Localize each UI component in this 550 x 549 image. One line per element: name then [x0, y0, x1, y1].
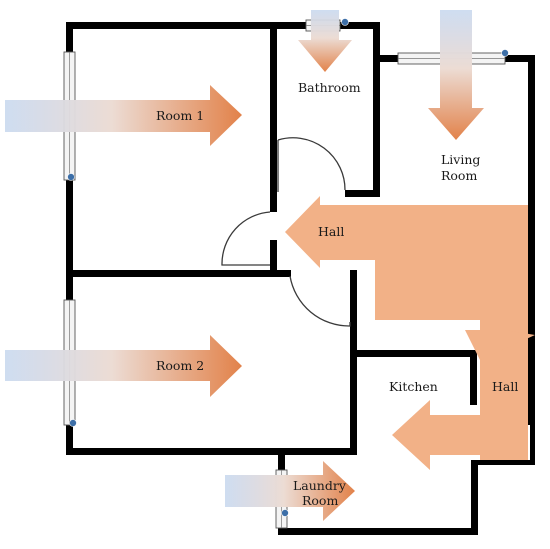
- hall-arrow-up: [465, 330, 535, 360]
- wall-left-top: [66, 22, 73, 52]
- wall-right-bottom: [471, 460, 535, 465]
- wall-bathroom-right: [373, 22, 380, 197]
- doors: [221, 137, 351, 327]
- label-living-line1: Living: [441, 152, 480, 167]
- arrow-room2: [5, 335, 242, 397]
- arrow-living: [428, 10, 484, 140]
- label-hall-side: Hall: [492, 379, 518, 394]
- wall-room2-bottom: [66, 448, 357, 455]
- label-room2: Room 2: [156, 358, 204, 373]
- window-knob-bathroom: [341, 18, 349, 26]
- wall-laundry-bottom: [278, 528, 478, 535]
- wall-laundry-left: [278, 455, 285, 470]
- arrow-room1: [5, 85, 242, 146]
- label-laundry-line2: Room: [302, 493, 338, 508]
- wall-laundry-right: [471, 463, 478, 535]
- door-room1: [221, 211, 271, 266]
- wall-room1-right-low: [270, 240, 277, 275]
- window-knob-laundry: [281, 509, 289, 517]
- door-bathroom: [277, 137, 346, 192]
- wall-kitchen-right: [470, 350, 477, 405]
- window-knob-living: [501, 49, 509, 57]
- wall-bathroom-bottom: [345, 190, 380, 197]
- hall-arrow-main: [285, 196, 528, 460]
- wall-left-low: [66, 275, 73, 300]
- wall-right-outer: [528, 55, 535, 425]
- hall-arrow-kitchen: [392, 400, 480, 470]
- window-knob-room2: [69, 419, 77, 427]
- label-living-line2: Room: [441, 168, 477, 183]
- wall-left-mid: [66, 180, 73, 275]
- label-hall-main: Hall: [318, 224, 344, 239]
- wall-top-bathroom: [340, 22, 380, 29]
- room-labels: Room 1 Room 2 Bathroom Living Room Hall …: [156, 80, 518, 508]
- direction-arrows: [5, 10, 484, 521]
- door-room2: [289, 275, 351, 327]
- arrow-bathroom: [298, 10, 352, 72]
- hall-path: [285, 196, 535, 470]
- wall-room1-right: [270, 22, 277, 212]
- wall-right-lower: [530, 425, 535, 465]
- arrow-laundry: [225, 461, 355, 521]
- wall-top-left: [66, 22, 306, 29]
- wall-room2-right: [350, 270, 357, 455]
- label-bathroom: Bathroom: [298, 80, 361, 95]
- label-laundry-line1: Laundry: [293, 478, 347, 493]
- label-kitchen: Kitchen: [389, 379, 438, 394]
- label-room1: Room 1: [156, 108, 204, 123]
- wall-kitchen-top: [357, 350, 477, 357]
- wall-room1-bottom: [66, 270, 291, 277]
- wall-left-bottom: [66, 425, 73, 455]
- window-knob-room1: [67, 173, 75, 181]
